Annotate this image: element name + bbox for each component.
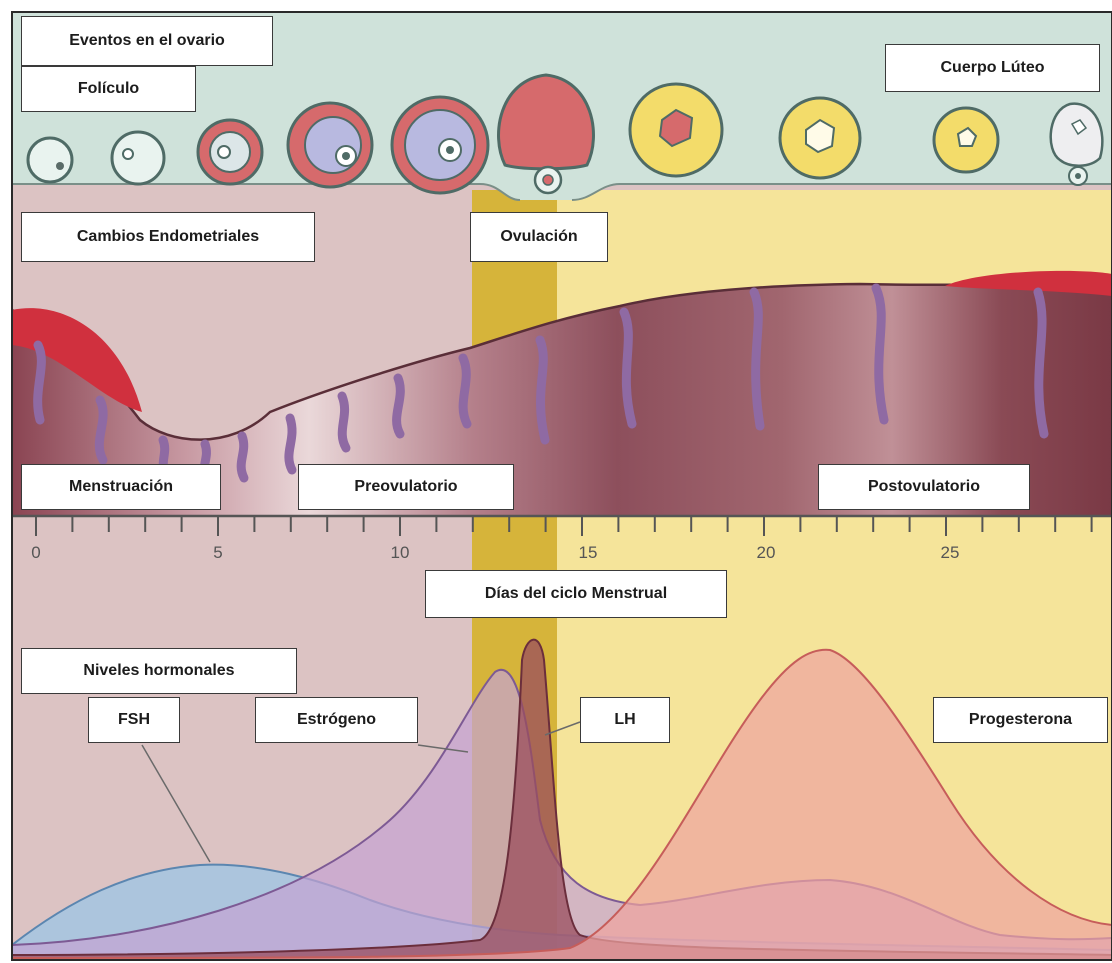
fsh-label: FSH <box>88 697 180 743</box>
preovulatory-label: Preovulatorio <box>298 464 514 510</box>
endometrial-changes-label: Cambios Endometriales <box>21 212 315 262</box>
day-tick-label: 20 <box>757 543 776 562</box>
day-tick-label: 25 <box>941 543 960 562</box>
preovulatory-follicle <box>392 97 488 193</box>
day-tick-label: 0 <box>31 543 40 562</box>
corpus-luteum-label: Cuerpo Lúteo <box>885 44 1100 92</box>
ovary-events-label: Eventos en el ovario <box>21 16 273 66</box>
gland <box>38 345 42 420</box>
progesterone-label: Progesterona <box>933 697 1108 743</box>
corpus-luteum-early <box>630 84 722 176</box>
gland <box>876 288 884 420</box>
gland <box>397 378 401 434</box>
day-tick-label: 15 <box>579 543 598 562</box>
follicle-label: Folículo <box>21 66 196 112</box>
gland <box>241 436 244 478</box>
antral-follicle <box>288 103 372 187</box>
lh-label: LH <box>580 697 670 743</box>
corpus-luteum-mature <box>780 98 860 178</box>
gland <box>289 418 292 470</box>
day-tick-label: 5 <box>213 543 222 562</box>
estrogen-label: Estrógeno <box>255 697 418 743</box>
gland <box>754 292 760 426</box>
corpus-luteum-regressing <box>934 108 998 172</box>
gland <box>540 340 545 440</box>
menstruation-label: Menstruación <box>21 464 221 510</box>
gland <box>1038 292 1044 434</box>
ovulation-label: Ovulación <box>470 212 608 262</box>
secondary-follicle <box>198 120 262 184</box>
cycle-days-label: Días del ciclo Menstrual <box>425 570 727 618</box>
gland <box>463 358 467 424</box>
gland <box>99 400 103 460</box>
day-tick-label: 10 <box>391 543 410 562</box>
gland <box>624 312 632 424</box>
postovulatory-label: Postovulatorio <box>818 464 1030 510</box>
primary-follicle <box>112 132 164 184</box>
hormone-levels-label: Niveles hormonales <box>21 648 297 694</box>
primordial-follicle <box>28 138 72 182</box>
gland <box>342 396 346 448</box>
